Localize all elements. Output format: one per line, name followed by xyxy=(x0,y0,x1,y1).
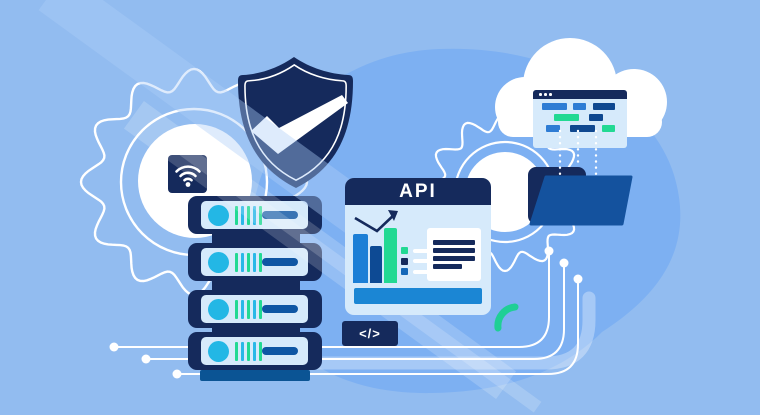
checklist-bullet xyxy=(401,247,408,254)
api-window-header: API xyxy=(345,178,491,205)
folder-icon xyxy=(529,175,633,226)
code-line xyxy=(589,114,603,121)
bar-chart-bar xyxy=(384,228,397,283)
server-unit xyxy=(188,243,322,281)
shield-check-icon xyxy=(238,57,353,188)
server-unit xyxy=(188,196,322,234)
checklist-line xyxy=(413,259,430,263)
server-led xyxy=(208,340,229,362)
code-window-header xyxy=(533,90,627,99)
api-footer-bar xyxy=(354,288,482,304)
server-panel xyxy=(201,201,308,229)
server-slot xyxy=(262,258,298,266)
server-unit xyxy=(188,332,322,370)
code-line xyxy=(602,125,615,132)
text-card xyxy=(427,228,481,281)
server-bars xyxy=(235,299,262,319)
code-line xyxy=(593,103,615,110)
server-panel xyxy=(201,248,308,276)
wifi-icon xyxy=(174,165,201,187)
server-bars xyxy=(235,205,262,225)
server-led xyxy=(208,251,229,273)
code-line xyxy=(573,103,586,110)
code-badge: </> xyxy=(342,321,398,346)
chart-arrow-icon xyxy=(354,210,398,233)
bar-chart-bar xyxy=(353,234,368,283)
swoosh-accent xyxy=(494,303,519,332)
checklist-bullet xyxy=(401,257,408,265)
code-line xyxy=(546,125,560,132)
code-line xyxy=(570,125,595,132)
code-badge-label: </> xyxy=(359,326,381,341)
server-bars xyxy=(235,341,262,361)
server-base xyxy=(200,370,310,381)
checkmark xyxy=(251,95,348,154)
server-slot xyxy=(262,305,298,313)
api-window: API xyxy=(345,178,491,315)
code-line xyxy=(542,103,567,110)
server-unit xyxy=(188,290,322,328)
checklist-line xyxy=(413,269,430,274)
checklist-bullet xyxy=(401,268,408,275)
server-panel xyxy=(201,295,308,323)
cloud-code-window xyxy=(533,90,627,148)
checklist-line xyxy=(413,248,430,253)
server-slot xyxy=(262,347,298,355)
server-led xyxy=(208,204,229,226)
code-line xyxy=(554,114,579,121)
server-slot xyxy=(262,211,298,219)
wifi-tile xyxy=(168,155,207,193)
server-panel xyxy=(201,337,308,365)
server-bars xyxy=(235,252,262,272)
server-led xyxy=(208,298,229,320)
folder-back xyxy=(528,167,586,224)
bar-chart-bar xyxy=(370,246,382,283)
api-title: API xyxy=(399,180,437,202)
